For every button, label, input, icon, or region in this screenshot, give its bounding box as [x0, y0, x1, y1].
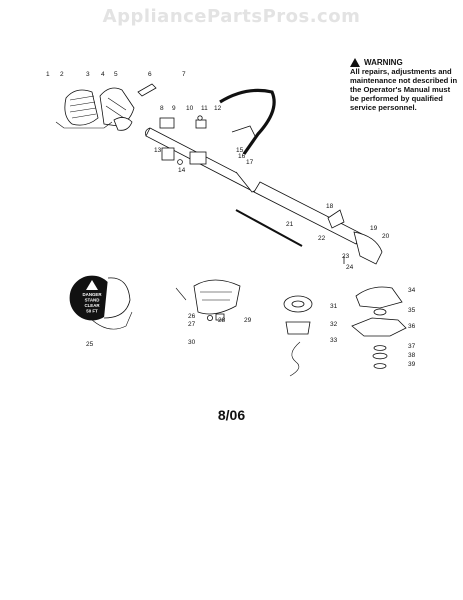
callout-9: 9 [172, 105, 176, 112]
callout-21: 21 [286, 221, 294, 228]
callout-26: 26 [188, 313, 196, 320]
callout-19: 19 [370, 225, 378, 232]
callout-27: 27 [188, 321, 196, 328]
decal-triangle-icon [86, 280, 98, 290]
callout-36: 36 [408, 323, 416, 330]
decal-line: DANGER [82, 292, 102, 297]
engine-housing [55, 83, 157, 131]
callout-37: 37 [408, 343, 416, 350]
warning-triangle-icon [350, 58, 360, 67]
callout-30: 30 [188, 339, 196, 346]
callout-1: 1 [46, 71, 50, 78]
callout-6: 6 [148, 71, 152, 78]
callout-16: 16 [238, 153, 246, 160]
callout-34: 34 [408, 287, 416, 294]
callout-25: 25 [86, 341, 94, 348]
warning-body: All repairs, adjustments and maintenance… [350, 67, 458, 112]
drive-shaft-tube [145, 88, 276, 197]
trimmer-shield [175, 279, 241, 321]
decal-line: STAND [85, 298, 100, 303]
warning-heading: WARNING [364, 58, 403, 67]
warning-notice: WARNING All repairs, adjustments and mai… [350, 58, 460, 112]
decal-line: 50 FT [86, 309, 98, 314]
site-watermark: AppliancePartsPros.com [102, 6, 361, 27]
callout-38: 38 [408, 352, 416, 359]
callout-15: 15 [236, 147, 244, 154]
callout-35: 35 [408, 307, 416, 314]
callout-28: 28 [218, 317, 226, 324]
callout-24: 24 [346, 264, 354, 271]
callout-4: 4 [101, 71, 105, 78]
callout-12: 12 [214, 105, 222, 112]
callout-22: 22 [318, 235, 326, 242]
callout-33: 33 [330, 337, 338, 344]
callout-31: 31 [330, 303, 338, 310]
callout-18: 18 [326, 203, 334, 210]
clamp-parts [159, 115, 207, 165]
callout-5: 5 [114, 71, 118, 78]
callout-20: 20 [382, 233, 390, 240]
decal-line: CLEAR [84, 303, 100, 308]
callout-2: 2 [60, 71, 64, 78]
danger-decal [69, 275, 133, 330]
callout-17: 17 [246, 159, 254, 166]
callout-3: 3 [86, 71, 90, 78]
callout-7: 7 [182, 71, 186, 78]
callout-10: 10 [186, 105, 194, 112]
blade-assembly [351, 286, 407, 369]
callout-13: 13 [154, 147, 162, 154]
callout-32: 32 [330, 321, 338, 328]
callout-39: 39 [408, 361, 416, 368]
callout-29: 29 [244, 317, 252, 324]
revision-date: 8/06 [217, 407, 246, 423]
callout-14: 14 [178, 167, 186, 174]
callout-8: 8 [160, 105, 164, 112]
lower-shaft [235, 181, 383, 265]
warning-header: WARNING [350, 58, 460, 67]
callout-11: 11 [201, 105, 208, 112]
callout-23: 23 [342, 253, 350, 260]
trimmer-head [283, 295, 313, 377]
